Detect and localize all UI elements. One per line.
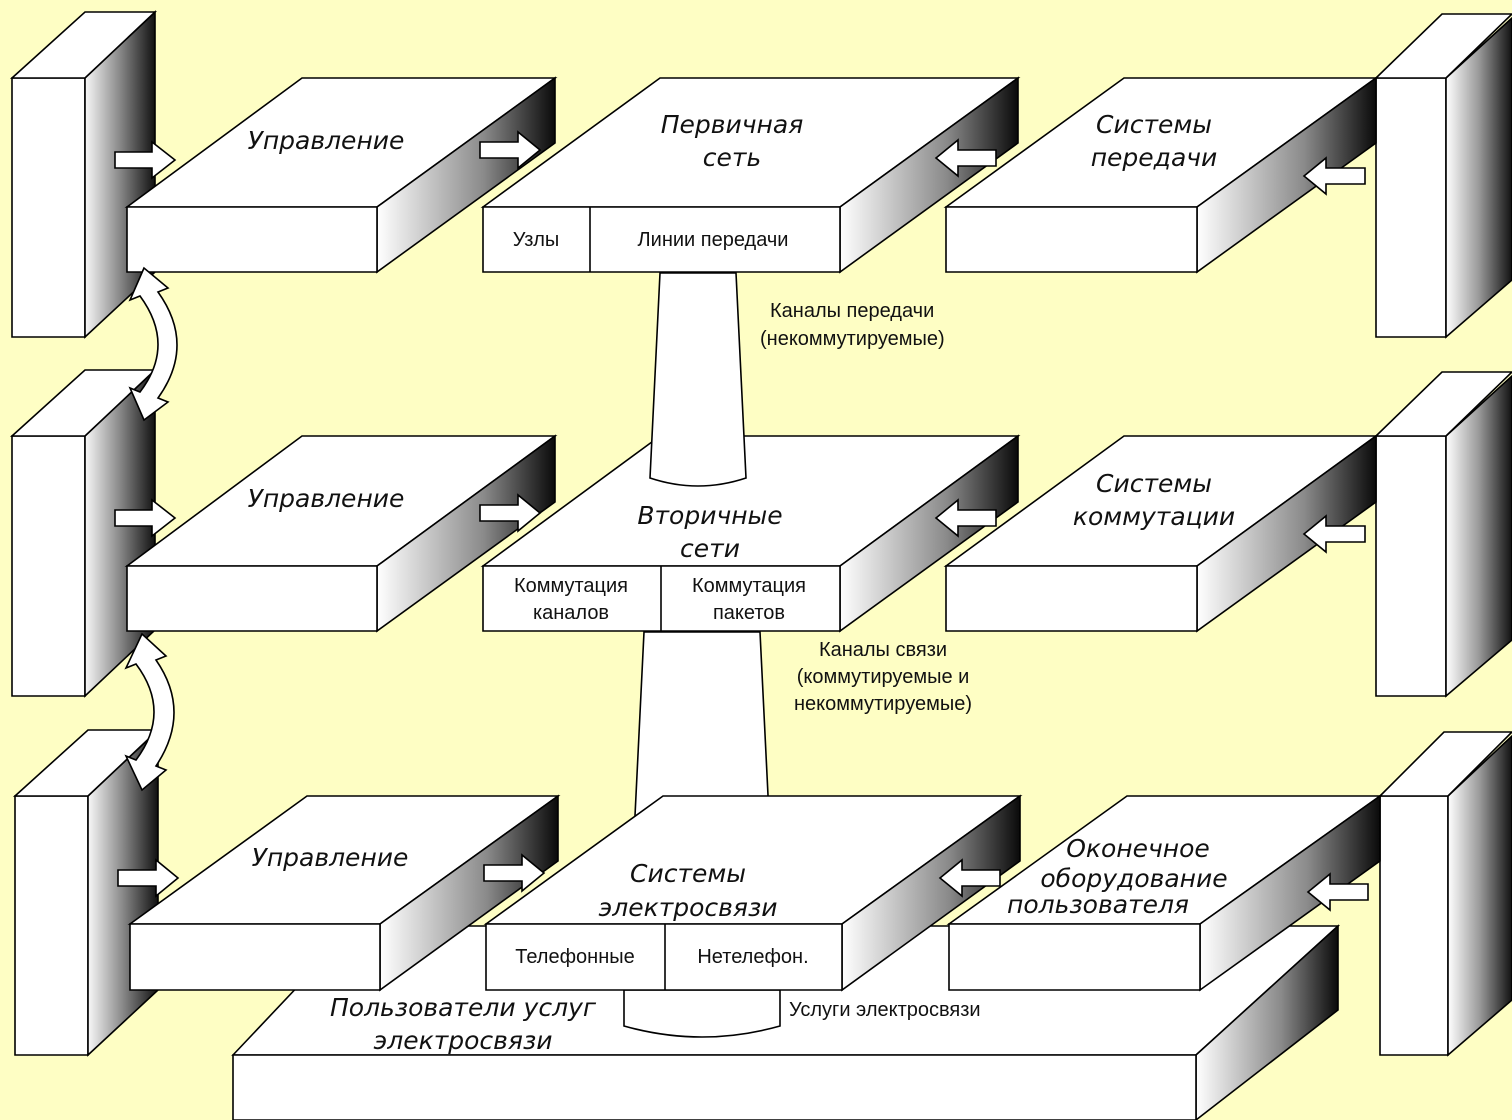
control-slab-primary <box>124 76 558 274</box>
connector-label-1-line-1: Каналы передачи <box>770 300 934 322</box>
arrow-transmission-to-primary <box>934 138 997 178</box>
arrow-left-wall-to-control-1 <box>114 140 177 180</box>
curved-double-arrow-control-1-2 <box>128 266 178 422</box>
arrow-right-wall-to-transmission <box>1302 156 1366 196</box>
connector-label-3: Услуги электросвязи <box>789 999 981 1021</box>
secondary-network-title-line-2: сети <box>680 534 740 563</box>
arrow-right-wall-to-terminal <box>1306 872 1369 912</box>
arrow-left-wall-to-control-2 <box>114 498 177 538</box>
left-wall-top <box>9 10 158 339</box>
curved-double-arrow-control-2-3 <box>124 632 175 792</box>
left-wall-middle <box>9 368 158 698</box>
cell-transmission-lines: Линии передачи <box>638 229 789 251</box>
primary-network-slab <box>480 76 1021 274</box>
switching-systems-slab <box>943 434 1379 633</box>
user-terminal-equipment-slab <box>946 794 1383 992</box>
control-label-secondary: Управление <box>248 484 405 513</box>
right-wall-top <box>1374 13 1512 339</box>
users-platform-title-line-2: электросвязи <box>374 1026 553 1055</box>
control-slab-telecom <box>127 794 561 992</box>
control-label-primary: Управление <box>248 126 405 155</box>
primary-network-title-line-1: Первичная <box>661 110 804 139</box>
terminal-equipment-title-line-2: оборудование <box>1040 864 1227 893</box>
telecom-systems-title-line-2: электросвязи <box>599 893 778 922</box>
arrow-left-wall-to-control-3 <box>117 858 180 898</box>
control-label-telecom: Управление <box>252 843 409 872</box>
pillar-primary-secondary <box>649 272 747 487</box>
arrow-control-to-secondary <box>479 493 542 533</box>
cell-packet-switching-line-1: Коммутация <box>692 575 806 597</box>
switching-systems-title-line-2: коммутации <box>1073 502 1235 531</box>
telecom-systems-slab <box>483 794 1023 992</box>
connector-label-2-line-2: (коммутируемые и <box>797 666 970 688</box>
users-platform-title-line-1: Пользователи услуг <box>330 993 597 1022</box>
connector-label-2-line-3: некоммутируемые) <box>794 693 972 715</box>
arrow-right-wall-to-switching <box>1302 514 1366 554</box>
arrow-control-to-primary <box>479 130 542 170</box>
cell-non-telephone: Нетелефон. <box>697 946 808 968</box>
connector-label-1-line-2: (некоммутируемые) <box>760 328 945 350</box>
switching-systems-title-line-1: Системы <box>1096 469 1212 498</box>
connector-label-2-line-1: Каналы связи <box>819 639 947 661</box>
right-wall-bottom <box>1378 731 1512 1057</box>
cell-circuit-switching-line-2: каналов <box>533 602 609 624</box>
cell-nodes: Узлы <box>513 229 560 251</box>
telecom-systems-title-line-1: Системы <box>630 859 746 888</box>
transmission-systems-slab <box>943 76 1379 274</box>
right-wall-middle <box>1374 371 1512 698</box>
cell-packet-switching-line-2: пакетов <box>713 602 785 624</box>
control-slab-secondary <box>124 434 558 633</box>
terminal-equipment-title-line-1: Оконечное <box>1066 834 1210 863</box>
arrow-control-to-telecom <box>483 853 546 893</box>
arrow-switching-to-secondary <box>934 498 997 538</box>
transmission-systems-title-line-2: передачи <box>1091 143 1218 172</box>
secondary-network-title-line-1: Вторичные <box>637 501 782 530</box>
transmission-systems-title-line-1: Системы <box>1096 110 1212 139</box>
cell-telephone: Телефонные <box>515 946 635 968</box>
terminal-equipment-title-line-3: пользователя <box>1007 890 1189 919</box>
primary-network-title-line-2: сеть <box>703 143 761 172</box>
arrow-terminal-to-telecom <box>938 858 1001 898</box>
pillar-telecom-users <box>623 989 781 1038</box>
cell-circuit-switching-line-1: Коммутация <box>514 575 628 597</box>
secondary-network-slab <box>480 434 1021 633</box>
